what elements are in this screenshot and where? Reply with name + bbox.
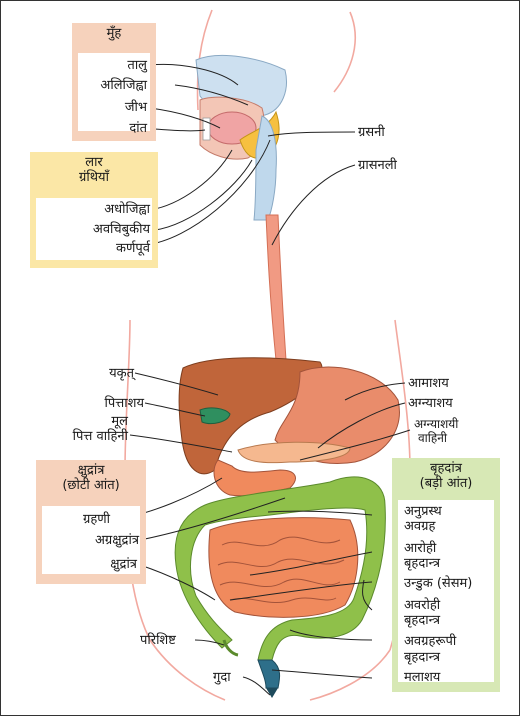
small-intestine-title-line2: (छोटी आंत) bbox=[36, 478, 146, 493]
label-sublingual: अधोजिह्वा bbox=[104, 202, 150, 217]
label-stomach: आमाशय bbox=[408, 376, 449, 391]
label-sigmoid-colon-2: बृहदान्त्र bbox=[404, 650, 440, 665]
label-pancreatic-duct-1: अग्न्याशयी bbox=[414, 417, 458, 432]
label-rectum: मलाशय bbox=[404, 670, 440, 685]
rectum-shape bbox=[258, 660, 280, 688]
label-liver: यकृत् bbox=[109, 366, 134, 381]
label-transverse-colon-1: अनुप्रस्थ bbox=[404, 504, 442, 519]
label-bile-duct-1: मूल bbox=[111, 414, 128, 429]
label-palate: तालु bbox=[127, 58, 147, 73]
label-ascending-colon-1: आरोही bbox=[404, 541, 436, 556]
appendix-shape bbox=[224, 640, 238, 655]
label-sigmoid-colon-1: अवग्रहरूपी bbox=[404, 634, 456, 649]
label-anus: गुदा bbox=[213, 670, 231, 685]
label-ileum: क्षुद्रांत्र bbox=[110, 557, 137, 572]
label-gallbladder: पित्ताशय bbox=[105, 396, 144, 411]
label-teeth: दांत bbox=[129, 121, 147, 136]
small-intestine-title-line1: क्षुद्रांत्र bbox=[36, 463, 146, 478]
label-submandibular: अवचिबुकीय bbox=[93, 222, 150, 237]
large-intestine-title: बृहदांत्र (बड़ी आंत) bbox=[392, 458, 500, 498]
label-descending-colon-1: अवरोही bbox=[404, 598, 440, 613]
label-tongue: जीभ bbox=[125, 100, 147, 115]
label-parotid: कर्णपूर्व bbox=[116, 241, 150, 256]
large-intestine-title-line2: (बड़ी आंत) bbox=[392, 476, 500, 491]
label-ascending-colon-2: बृहदान्त्र bbox=[404, 556, 440, 571]
label-transverse-colon-2: अवग्रह bbox=[404, 519, 435, 534]
salivary-title-line2: ग्रंथियाँ bbox=[30, 170, 158, 185]
label-uvula: अलिजिह्वा bbox=[100, 78, 147, 93]
label-pancreatic-duct-2: वाहिनी bbox=[418, 431, 447, 446]
label-pancreas: अग्न्याशय bbox=[408, 396, 453, 411]
label-appendix: परिशिष्ट bbox=[140, 633, 176, 648]
mouth-title: मुँह bbox=[72, 23, 156, 51]
large-intestine-title-line1: बृहदांत्र bbox=[392, 461, 500, 476]
label-bile-duct-2: पित्त वाहिनी bbox=[73, 429, 128, 444]
label-pharynx: ग्रसनी bbox=[358, 125, 385, 140]
salivary-title: लार ग्रंथियाँ bbox=[30, 152, 158, 196]
salivary-title-line1: लार bbox=[30, 155, 158, 170]
label-descending-colon-2: बृहदान्त्र bbox=[404, 613, 440, 628]
label-jejunum: अग्रक्षुद्रांत्र bbox=[95, 533, 139, 548]
small-intestine-title: क्षुद्रांत्र (छोटी आंत) bbox=[36, 460, 146, 504]
label-cecum: उन्डुक (सेसम) bbox=[404, 576, 472, 591]
label-duodenum: ग्रहणी bbox=[83, 512, 110, 527]
label-esophagus: ग्रासनली bbox=[358, 158, 397, 173]
